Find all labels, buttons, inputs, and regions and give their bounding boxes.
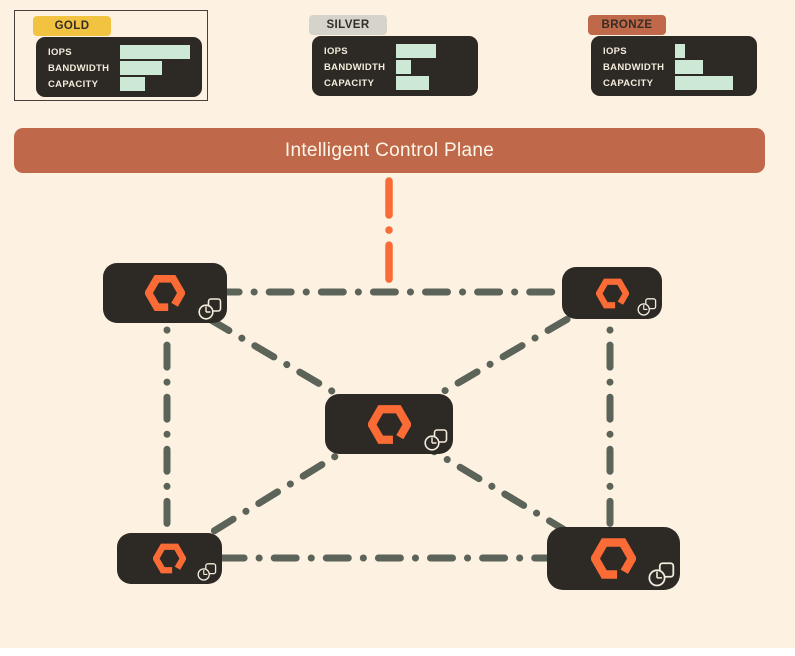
iops-bar	[120, 45, 190, 59]
tier-label-bronze[interactable]: BRONZE	[588, 15, 666, 35]
iops-bar	[396, 44, 436, 58]
array-node-top-left[interactable]	[103, 263, 227, 323]
array-node-top-right[interactable]	[562, 267, 662, 319]
array-node-bottom-left[interactable]	[117, 533, 222, 584]
metric-label: IOPS	[324, 45, 348, 57]
pure-storage-logo-icon	[368, 403, 411, 446]
metric-label: IOPS	[603, 45, 627, 57]
pure-storage-logo-icon	[596, 277, 629, 310]
tier-card-gold[interactable]: GOLD IOPS BANDWIDTH CAPACITY	[14, 10, 208, 101]
snapshot-clone-icon	[424, 429, 448, 451]
snapshot-clone-icon	[637, 298, 657, 316]
tier-panel-bronze: IOPS BANDWIDTH CAPACITY	[591, 36, 757, 96]
metric-row: CAPACITY	[48, 76, 194, 92]
metric-row: CAPACITY	[603, 75, 749, 91]
metric-row: BANDWIDTH	[324, 59, 470, 75]
metric-label: BANDWIDTH	[48, 62, 110, 74]
bandwidth-bar	[120, 61, 162, 75]
pure-storage-logo-icon	[145, 273, 185, 313]
capacity-bar	[396, 76, 429, 90]
tier-label-gold[interactable]: GOLD	[33, 16, 111, 36]
metric-row: IOPS	[603, 43, 749, 59]
metric-row: IOPS	[324, 43, 470, 59]
metric-row: BANDWIDTH	[48, 60, 194, 76]
tier-card-bronze[interactable]: BRONZE IOPS BANDWIDTH CAPACITY	[570, 10, 762, 99]
banner-title: Intelligent Control Plane	[284, 139, 495, 161]
metric-label: CAPACITY	[324, 77, 375, 89]
metric-row: BANDWIDTH	[603, 59, 749, 75]
metric-row: IOPS	[48, 44, 194, 60]
snapshot-clone-icon	[198, 298, 222, 320]
metric-label: IOPS	[48, 46, 72, 58]
bandwidth-bar	[396, 60, 411, 74]
snapshot-clone-icon	[648, 562, 675, 587]
metric-label: BANDWIDTH	[603, 61, 665, 73]
iops-bar	[675, 44, 685, 58]
capacity-bar	[675, 76, 733, 90]
pure-storage-logo-icon	[153, 542, 186, 575]
intelligent-control-plane-banner: Intelligent Control Plane	[14, 128, 765, 173]
array-node-bottom-right[interactable]	[547, 527, 680, 590]
array-node-center[interactable]	[325, 394, 453, 454]
tier-panel-silver: IOPS BANDWIDTH CAPACITY	[312, 36, 478, 96]
tier-panel-gold: IOPS BANDWIDTH CAPACITY	[36, 37, 202, 97]
bandwidth-bar	[675, 60, 703, 74]
metric-label: CAPACITY	[603, 77, 654, 89]
snapshot-clone-icon	[197, 563, 217, 581]
capacity-bar	[120, 77, 145, 91]
tier-label-silver[interactable]: SILVER	[309, 15, 387, 35]
pure-storage-logo-icon	[591, 536, 636, 581]
tier-card-silver[interactable]: SILVER IOPS BANDWIDTH CAPACITY	[291, 10, 483, 99]
metric-row: CAPACITY	[324, 75, 470, 91]
metric-label: CAPACITY	[48, 78, 99, 90]
page-bottom-edge	[0, 648, 795, 656]
metric-label: BANDWIDTH	[324, 61, 386, 73]
